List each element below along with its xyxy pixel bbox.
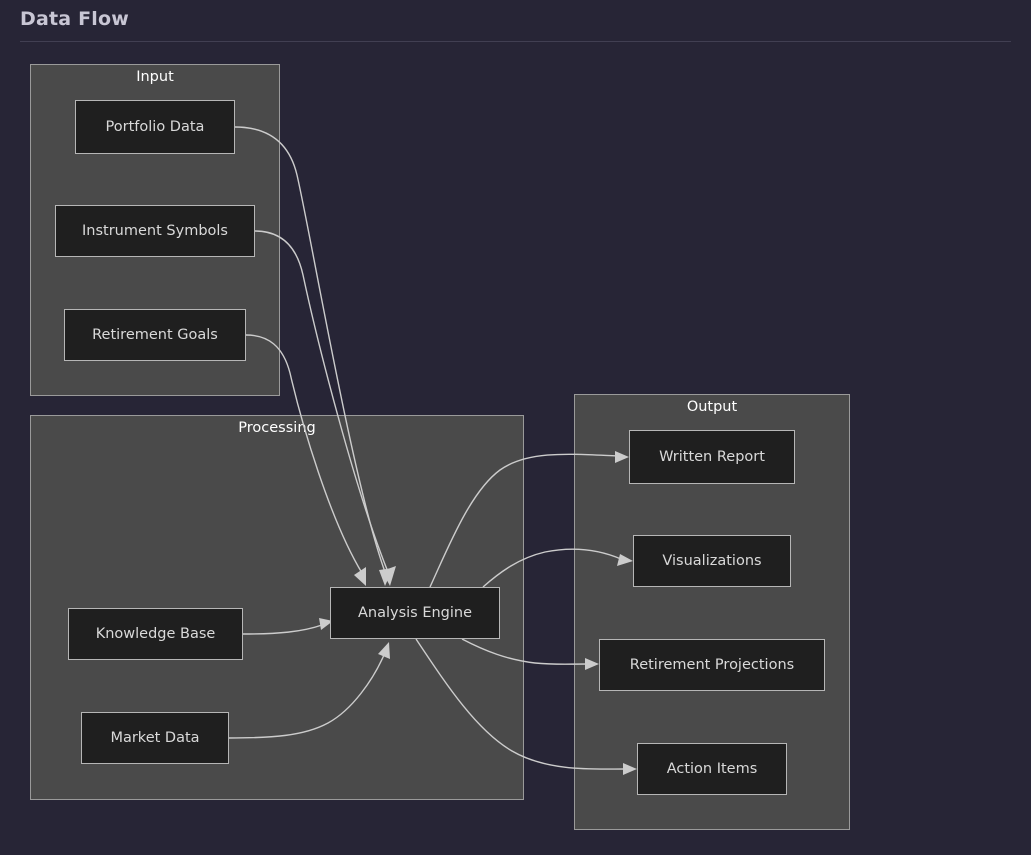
node-label-visualizations: Visualizations [662, 552, 762, 569]
node-label-retirement-projections: Retirement Projections [629, 656, 795, 673]
node-instrument-symbols[interactable]: Instrument Symbols [55, 205, 255, 257]
node-portfolio-data[interactable]: Portfolio Data [75, 100, 235, 154]
cluster-label-processing: Processing [238, 420, 316, 436]
cluster-label-output: Output [686, 399, 738, 415]
node-retirement-goals[interactable]: Retirement Goals [64, 309, 246, 361]
node-market-data[interactable]: Market Data [81, 712, 229, 764]
node-label-knowledge-base: Knowledge Base [95, 625, 216, 642]
node-written-report[interactable]: Written Report [629, 430, 795, 484]
node-label-written-report: Written Report [659, 448, 765, 465]
title-divider [20, 41, 1011, 42]
node-label-action-items: Action Items [666, 760, 758, 777]
node-label-retirement-goals: Retirement Goals [92, 326, 218, 343]
node-visualizations[interactable]: Visualizations [633, 535, 791, 587]
cluster-label-input: Input [136, 69, 174, 85]
node-analysis-engine[interactable]: Analysis Engine [330, 587, 500, 639]
node-knowledge-base[interactable]: Knowledge Base [68, 608, 243, 660]
node-label-market-data: Market Data [110, 729, 200, 746]
node-label-instrument-symbols: Instrument Symbols [82, 222, 228, 239]
node-label-analysis-engine: Analysis Engine [357, 604, 473, 621]
node-label-portfolio-data: Portfolio Data [105, 118, 205, 135]
page-title: Data Flow [20, 8, 130, 30]
node-retirement-projections[interactable]: Retirement Projections [599, 639, 825, 691]
node-action-items[interactable]: Action Items [637, 743, 787, 795]
